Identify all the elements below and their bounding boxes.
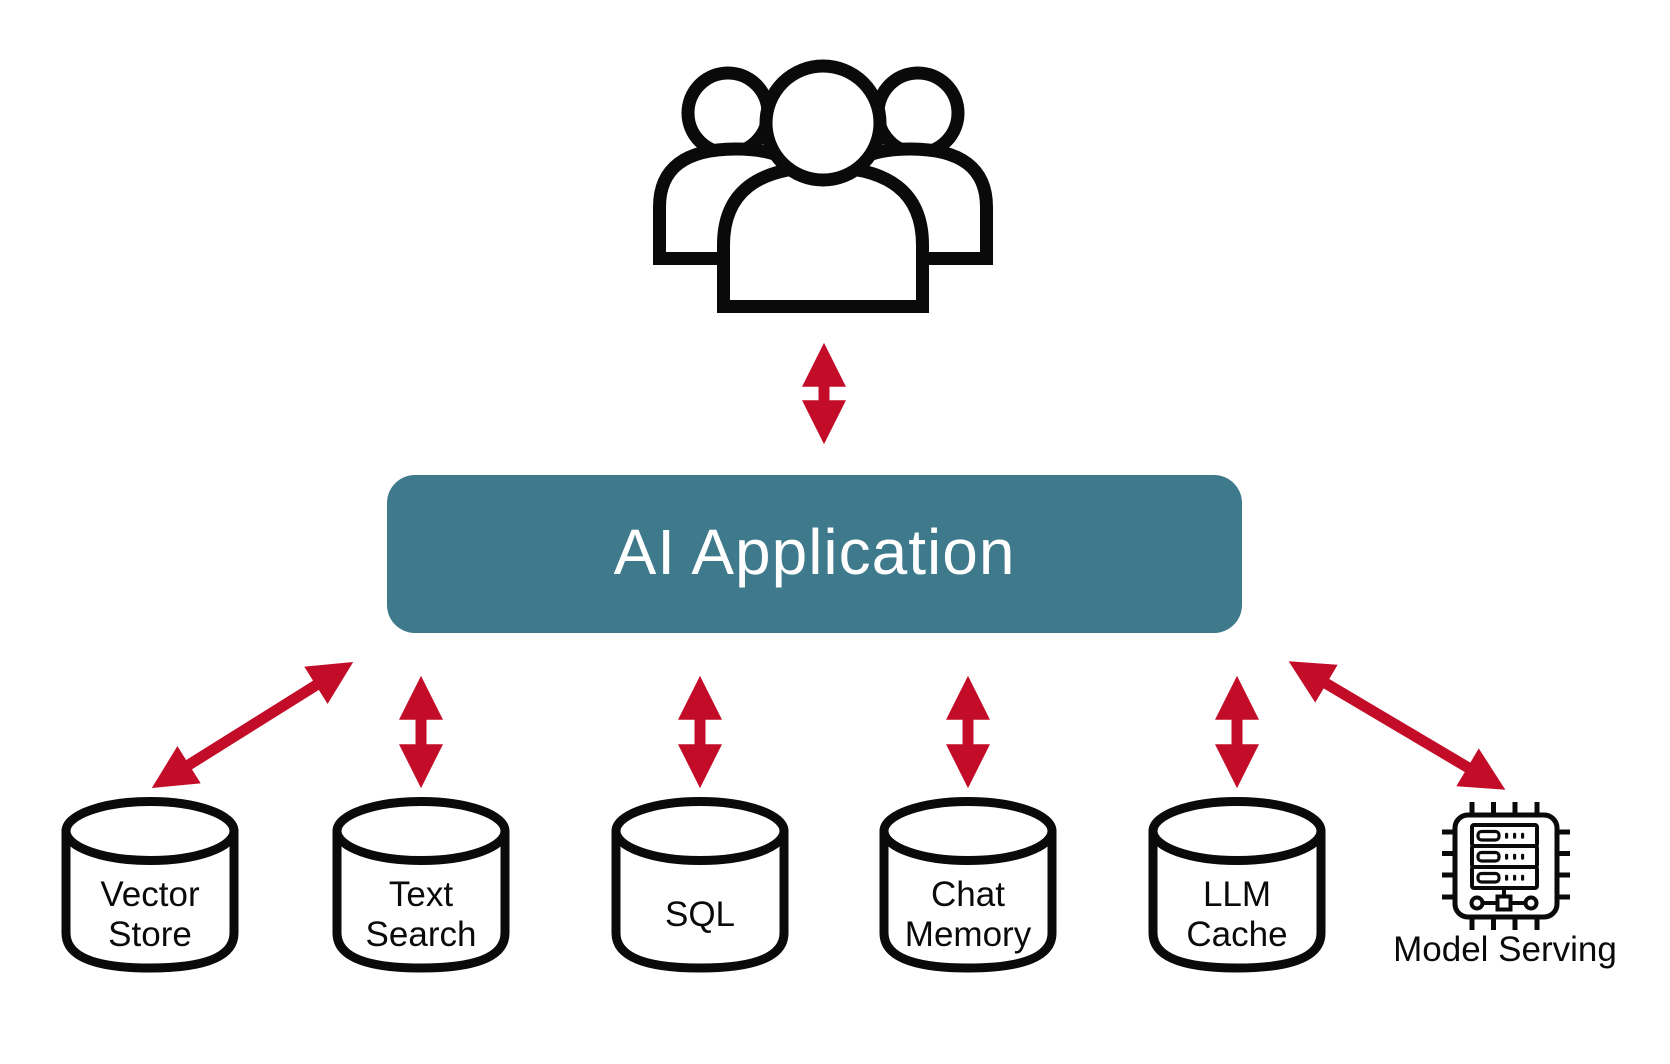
network-nodes [1469, 888, 1539, 912]
arrow-app-vector-store [151, 661, 354, 789]
database-cylinder-icon [879, 797, 1057, 973]
user-center-head [759, 59, 887, 187]
store-label: Vector Store [100, 875, 200, 954]
arrow-app-model-serving [1288, 661, 1506, 790]
model-serving-label: Model Serving [1393, 930, 1617, 969]
server-leds [1505, 832, 1525, 881]
chip-server-icon [1442, 802, 1570, 930]
store-label: Text Search [365, 875, 477, 954]
store-chat-memory: Chat Memory [878, 795, 1058, 979]
store-label: SQL [664, 895, 736, 934]
database-cylinder-icon [332, 797, 510, 973]
store-label: Chat Memory [904, 875, 1032, 954]
ai-application-label: AI Application [613, 516, 1016, 588]
store-llm-cache: LLM Cache [1147, 795, 1327, 979]
store-label: LLM Cache [1186, 875, 1288, 954]
database-cylinder-icon [1148, 797, 1326, 973]
store-vector-store: Vector Store [60, 795, 240, 979]
users-group-icon [653, 59, 993, 313]
database-cylinder-icon [611, 797, 789, 973]
store-sql: SQL [610, 795, 790, 979]
store-text-search: Text Search [331, 795, 511, 979]
ai-application-box: AI Application [387, 475, 1242, 633]
database-cylinder-icon [61, 797, 239, 973]
server-rack [1470, 823, 1539, 890]
